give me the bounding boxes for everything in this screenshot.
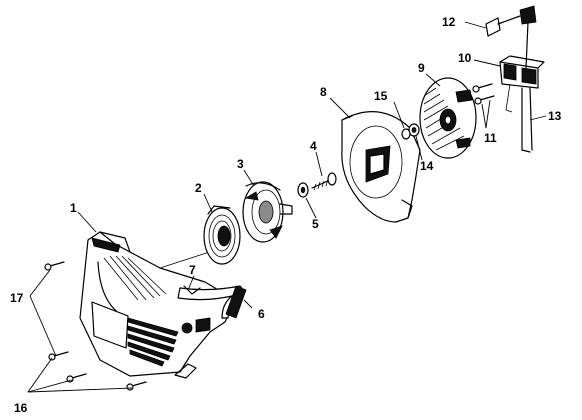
starter-housing bbox=[79, 231, 236, 379]
callout-10: 10 bbox=[458, 51, 472, 65]
flywheel bbox=[419, 77, 477, 159]
flywheel-washer bbox=[401, 128, 411, 140]
callout-1: 1 bbox=[70, 201, 77, 215]
callout-13: 13 bbox=[548, 109, 562, 123]
callout-2: 2 bbox=[195, 181, 202, 195]
spark-plug-boot bbox=[485, 5, 537, 37]
callout-14: 14 bbox=[420, 159, 434, 173]
screw bbox=[311, 172, 337, 191]
rewind-spring bbox=[203, 205, 241, 265]
callout-3: 3 bbox=[237, 157, 244, 171]
callout-7: 7 bbox=[189, 263, 196, 277]
callout-6: 6 bbox=[258, 307, 265, 321]
ignition-screws bbox=[472, 83, 495, 105]
leader-lines bbox=[27, 21, 547, 393]
callout-12: 12 bbox=[442, 15, 456, 29]
callout-labels: 1 2 3 4 5 6 7 8 9 10 11 12 13 14 15 16 1… bbox=[10, 15, 562, 415]
callout-9: 9 bbox=[418, 61, 425, 75]
air-guide-housing bbox=[341, 111, 421, 223]
washer bbox=[297, 182, 309, 198]
callout-4: 4 bbox=[310, 139, 317, 153]
ignition-lead bbox=[505, 21, 533, 153]
starter-handle bbox=[177, 285, 247, 319]
callout-11: 11 bbox=[484, 131, 497, 145]
starter-pulley bbox=[242, 181, 293, 243]
callout-17: 17 bbox=[10, 291, 24, 305]
callout-15: 15 bbox=[374, 89, 388, 103]
callout-5: 5 bbox=[312, 217, 319, 231]
callout-8: 8 bbox=[320, 85, 327, 99]
callout-16: 16 bbox=[14, 401, 28, 415]
ignition-module bbox=[499, 55, 545, 89]
flywheel-nut bbox=[408, 123, 420, 137]
